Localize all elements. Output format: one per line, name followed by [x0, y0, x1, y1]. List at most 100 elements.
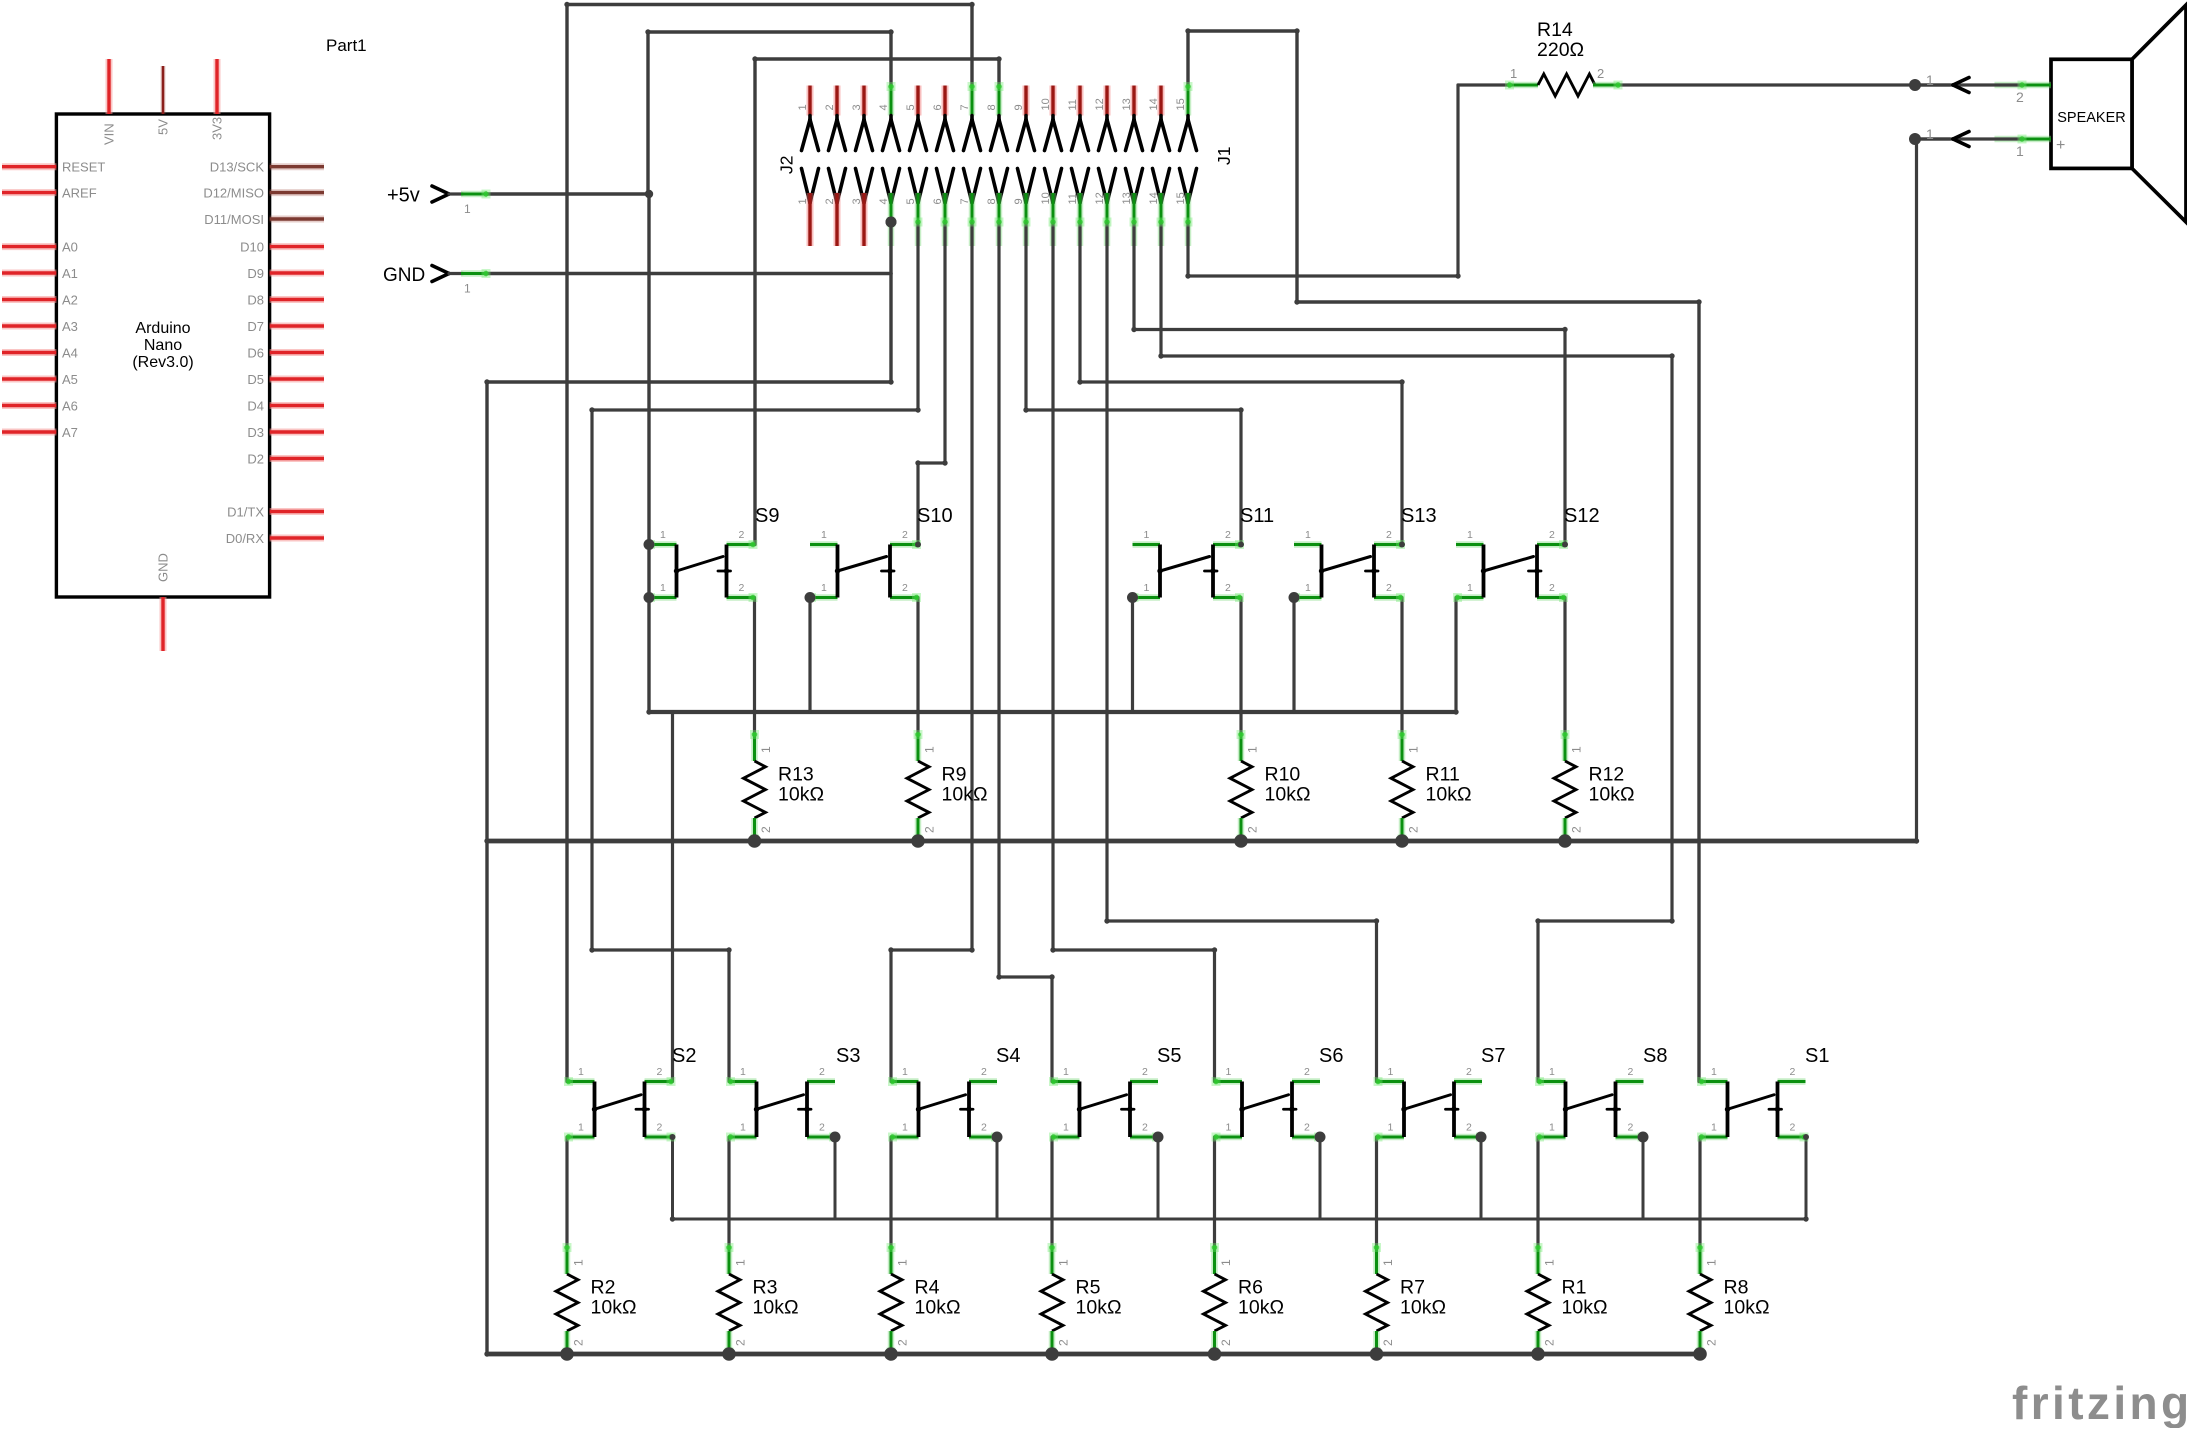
svg-text:2: 2 [1549, 529, 1555, 541]
svg-text:A1: A1 [62, 266, 78, 281]
svg-text:R7: R7 [1400, 1277, 1425, 1299]
svg-text:2: 2 [819, 1066, 825, 1078]
svg-text:1: 1 [821, 582, 827, 594]
svg-text:2: 2 [1225, 529, 1231, 541]
svg-text:2: 2 [657, 1066, 663, 1078]
svg-text:10kΩ: 10kΩ [1238, 1296, 1284, 1318]
svg-text:D11/MOSI: D11/MOSI [204, 212, 264, 227]
svg-text:A6: A6 [62, 398, 78, 413]
svg-text:8: 8 [986, 198, 998, 204]
svg-text:2: 2 [1225, 582, 1231, 594]
svg-text:S11: S11 [1240, 505, 1274, 527]
svg-text:1: 1 [1219, 1259, 1233, 1266]
svg-text:1: 1 [902, 1066, 908, 1078]
svg-text:1: 1 [759, 746, 773, 753]
svg-text:1: 1 [1467, 529, 1473, 541]
svg-text:10: 10 [1040, 192, 1052, 204]
svg-text:2: 2 [1549, 582, 1555, 594]
svg-text:1: 1 [1388, 1122, 1394, 1134]
svg-text:10kΩ: 10kΩ [1426, 783, 1472, 805]
svg-text:1: 1 [1305, 582, 1311, 594]
svg-text:1: 1 [923, 746, 937, 753]
svg-text:S5: S5 [1157, 1045, 1181, 1067]
svg-text:2: 2 [1570, 826, 1584, 833]
svg-text:1: 1 [734, 1259, 748, 1266]
svg-text:R5: R5 [1076, 1277, 1101, 1299]
svg-text:R4: R4 [915, 1277, 940, 1299]
svg-text:2: 2 [1304, 1066, 1310, 1078]
svg-text:D4: D4 [247, 398, 264, 413]
svg-text:6: 6 [932, 198, 944, 204]
svg-text:2: 2 [1466, 1122, 1472, 1134]
svg-text:10kΩ: 10kΩ [1589, 783, 1635, 805]
svg-text:2: 2 [1407, 826, 1421, 833]
svg-text:fritzing: fritzing [2012, 1377, 2187, 1428]
svg-text:5V: 5V [156, 119, 171, 135]
svg-text:A4: A4 [62, 345, 78, 360]
svg-text:+5v: +5v [387, 185, 420, 207]
svg-text:SPEAKER: SPEAKER [2057, 110, 2126, 126]
svg-text:2: 2 [1386, 529, 1392, 541]
svg-text:1: 1 [1510, 66, 1517, 81]
svg-text:R6: R6 [1238, 1277, 1263, 1299]
svg-text:2: 2 [1142, 1066, 1148, 1078]
svg-text:R1: R1 [1562, 1277, 1587, 1299]
svg-text:GND: GND [156, 553, 171, 582]
svg-text:D5: D5 [247, 372, 264, 387]
svg-text:2: 2 [1304, 1122, 1310, 1134]
svg-text:2: 2 [824, 198, 836, 204]
svg-text:2: 2 [1628, 1066, 1634, 1078]
svg-text:S9: S9 [755, 505, 779, 527]
svg-text:R10: R10 [1265, 764, 1301, 786]
svg-text:10kΩ: 10kΩ [1724, 1296, 1770, 1318]
svg-text:2: 2 [981, 1122, 987, 1134]
svg-text:2: 2 [1386, 582, 1392, 594]
svg-text:R14: R14 [1537, 19, 1573, 41]
svg-text:4: 4 [878, 104, 890, 110]
svg-text:S6: S6 [1319, 1045, 1343, 1067]
svg-text:S12: S12 [1564, 505, 1600, 527]
svg-text:10kΩ: 10kΩ [1265, 783, 1311, 805]
svg-text:2: 2 [902, 529, 908, 541]
svg-text:1: 1 [797, 198, 809, 204]
svg-text:1: 1 [1305, 529, 1311, 541]
svg-text:1: 1 [1144, 529, 1150, 541]
svg-text:D8: D8 [247, 292, 264, 307]
svg-text:2: 2 [1790, 1066, 1796, 1078]
svg-text:10kΩ: 10kΩ [1076, 1296, 1122, 1318]
svg-text:1: 1 [797, 104, 809, 110]
svg-text:1: 1 [2016, 143, 2024, 159]
svg-text:D2: D2 [247, 451, 264, 466]
svg-text:J1: J1 [1214, 147, 1234, 165]
svg-text:2: 2 [1705, 1339, 1719, 1346]
svg-text:10kΩ: 10kΩ [1562, 1296, 1608, 1318]
svg-text:D12/MISO: D12/MISO [203, 185, 264, 200]
svg-text:14: 14 [1148, 98, 1160, 110]
svg-text:S3: S3 [836, 1045, 860, 1067]
svg-text:5: 5 [905, 198, 917, 204]
svg-text:7: 7 [959, 198, 971, 204]
svg-text:S10: S10 [917, 505, 953, 527]
svg-text:7: 7 [959, 104, 971, 110]
svg-text:1: 1 [1063, 1122, 1069, 1134]
svg-text:1: 1 [1549, 1066, 1555, 1078]
svg-text:2: 2 [1543, 1339, 1557, 1346]
svg-text:12: 12 [1094, 192, 1106, 204]
svg-text:D0/RX: D0/RX [226, 531, 265, 546]
svg-text:1: 1 [578, 1122, 584, 1134]
svg-text:15: 15 [1175, 98, 1187, 110]
svg-text:2: 2 [1142, 1122, 1148, 1134]
svg-text:S13: S13 [1401, 505, 1437, 527]
svg-text:S4: S4 [996, 1045, 1020, 1067]
svg-text:1: 1 [464, 282, 471, 296]
svg-text:2: 2 [1219, 1339, 1233, 1346]
svg-text:R2: R2 [591, 1277, 616, 1299]
svg-text:1: 1 [1144, 582, 1150, 594]
svg-text:1: 1 [1467, 582, 1473, 594]
svg-text:1: 1 [660, 582, 666, 594]
svg-text:1: 1 [821, 529, 827, 541]
svg-text:2: 2 [824, 104, 836, 110]
svg-text:2: 2 [896, 1339, 910, 1346]
svg-text:R12: R12 [1589, 764, 1625, 786]
svg-text:1: 1 [1063, 1066, 1069, 1078]
